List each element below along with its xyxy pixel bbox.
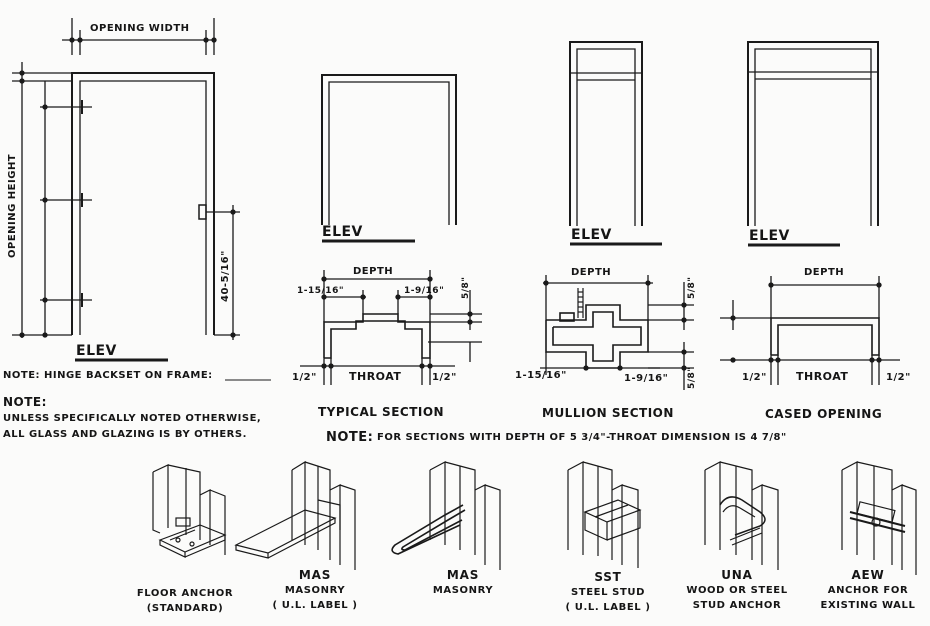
anchor-code: SST — [594, 570, 622, 584]
anchor-code: UNA — [721, 568, 753, 582]
mullion-depth-label: DEPTH — [571, 267, 612, 278]
stud-anchor-drawing — [704, 461, 779, 570]
cased-dim-left: 1/2" — [742, 372, 767, 383]
cased-section-title: CASED OPENING — [765, 407, 883, 421]
note-heading: NOTE: — [3, 395, 47, 409]
anchor-label-floor: FLOOR ANCHOR (STANDARD) — [125, 586, 245, 616]
mullion-section-profile — [545, 304, 649, 369]
strike-height-dimension — [206, 205, 240, 340]
mullion-elev-label: ELEV — [571, 227, 612, 243]
mullion-elevation-frame — [569, 41, 643, 226]
anchor-line1: FLOOR ANCHOR — [136, 588, 234, 599]
strike-height-label: 40-5/16" — [220, 250, 231, 302]
typical-dim-left-top: 1-15/16" — [297, 286, 345, 296]
anchor-line1: ANCHOR FOR — [827, 585, 909, 596]
opening-height-label: OPENING HEIGHT — [7, 153, 18, 258]
anchor-line2: EXISTING WALL — [820, 600, 916, 611]
cased-depth-label: DEPTH — [804, 267, 845, 278]
typical-dim-right-bottom: 1/2" — [432, 372, 457, 383]
typical-dim-right-top: 1-9/16" — [404, 286, 445, 296]
mullion-dim-left: 1-15/16" — [515, 370, 567, 381]
mullion-dim-top: 5/8" — [687, 276, 697, 299]
opening-width-dimension — [62, 18, 217, 55]
anchor-label-mas-ul: MAS MASONRY ( U.L. LABEL ) — [260, 568, 370, 613]
anchor-line1: MASONRY — [432, 585, 494, 596]
cased-dim-right: 1/2" — [886, 372, 911, 383]
typical-dim-left-bottom: 1/2" — [292, 372, 317, 383]
typical-throat-label: THROAT — [349, 370, 402, 383]
mullion-stud — [577, 288, 584, 318]
mullion-section-dimensions — [540, 275, 694, 390]
typical-section-profile — [323, 313, 431, 359]
glass-note-line2: ALL GLASS AND GLAZING IS BY OTHERS. — [3, 429, 247, 440]
anchor-line2: ( U.L. LABEL ) — [565, 602, 651, 613]
opening-height-dimension — [12, 62, 72, 338]
anchor-label-sst: SST STEEL STUD ( U.L. LABEL ) — [553, 570, 663, 615]
typical-elev-label: ELEV — [322, 224, 363, 240]
cased-throat-label: THROAT — [796, 370, 849, 383]
typical-section-title: TYPICAL SECTION — [318, 405, 445, 419]
typical-section-dimensions — [300, 270, 482, 385]
door-elev-label: ELEV — [76, 343, 117, 359]
typical-dim-side: 5/8" — [461, 276, 471, 299]
opening-width-label: OPENING WIDTH — [90, 23, 190, 34]
anchor-line2: (STANDARD) — [146, 603, 224, 614]
anchor-line1: STEEL STUD — [571, 587, 645, 598]
hinge-backset-note: NOTE: HINGE BACKSET ON FRAME: — [3, 370, 213, 381]
cased-section-profile — [770, 317, 880, 356]
typical-elevation-frame — [321, 74, 457, 225]
mullion-dim-right: 1-9/16" — [624, 373, 669, 384]
anchor-label-una: UNA WOOD OR STEEL STUD ANCHOR — [677, 568, 797, 613]
existing-wall-anchor-drawing — [841, 461, 917, 575]
depth-note-text: FOR SECTIONS WITH DEPTH OF 5 3/4"-THROAT… — [377, 432, 787, 443]
anchor-line1: WOOD OR STEEL — [686, 585, 788, 596]
depth-note-heading: NOTE: — [326, 430, 374, 445]
glass-note-line1: UNLESS SPECIFICALLY NOTED OTHERWISE, — [3, 413, 262, 424]
mullion-dim-bottom: 5/8" — [687, 366, 697, 389]
anchor-code: MAS — [298, 568, 332, 582]
masonry-wire-anchor-drawing — [391, 461, 501, 570]
floor-anchor-drawing — [152, 464, 227, 558]
anchor-line1: MASONRY — [284, 585, 346, 596]
steel-stud-anchor-drawing — [567, 461, 642, 568]
masonry-ul-anchor-drawing — [234, 460, 356, 570]
typical-depth-label: DEPTH — [353, 266, 394, 277]
mullion-section-title: MULLION SECTION — [542, 406, 674, 420]
cased-elev-label: ELEV — [749, 228, 790, 244]
door-elevation-frame — [71, 72, 215, 335]
anchor-label-aew: AEW ANCHOR FOR EXISTING WALL — [810, 568, 926, 613]
anchor-code: MAS — [446, 568, 480, 582]
anchor-code: AEW — [851, 568, 885, 582]
cased-elevation-frame — [747, 41, 879, 226]
cased-section-dimensions — [720, 276, 900, 385]
anchor-label-mas: MAS MASONRY — [408, 568, 518, 598]
anchor-line2: ( U.L. LABEL ) — [272, 600, 358, 611]
anchor-line2: STUD ANCHOR — [692, 600, 782, 611]
